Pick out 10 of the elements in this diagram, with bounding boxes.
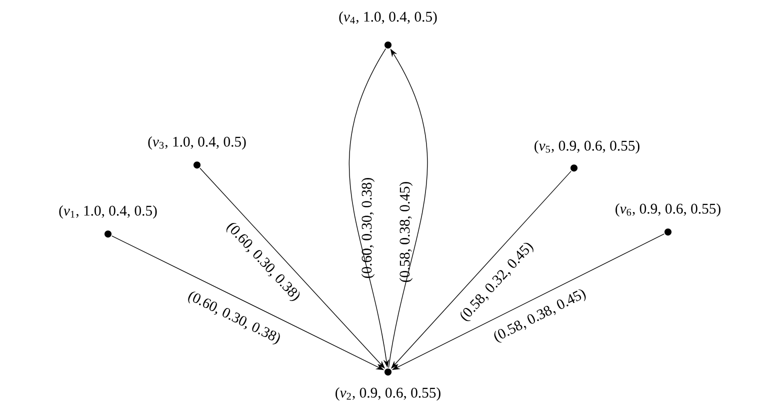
edge-label: (0.60, 0.30, 0.38) — [188, 292, 280, 344]
edge-label: (0.58, 0.38, 0.45) — [399, 182, 413, 282]
node-label: (v$_{2}$, 0.9, 0.6, 0.55) — [336, 387, 440, 401]
node-label: (v$_{5}$, 0.9, 0.6, 0.55) — [534, 140, 640, 154]
node-label: (v$_{1}$, 1.0, 0.4, 0.5) — [59, 205, 157, 219]
edge-label: (0.60, 0.30, 0.38) — [361, 178, 375, 278]
node-label: (v$_{3}$, 1.0, 0.4, 0.5) — [148, 136, 246, 150]
node-label: (v$_{4}$, 1.0, 0.4, 0.5) — [339, 11, 437, 25]
edge-label: (0.58, 0.38, 0.45) — [494, 289, 586, 343]
node-label: (v$_{6}$, 0.9, 0.6, 0.55) — [616, 203, 720, 217]
